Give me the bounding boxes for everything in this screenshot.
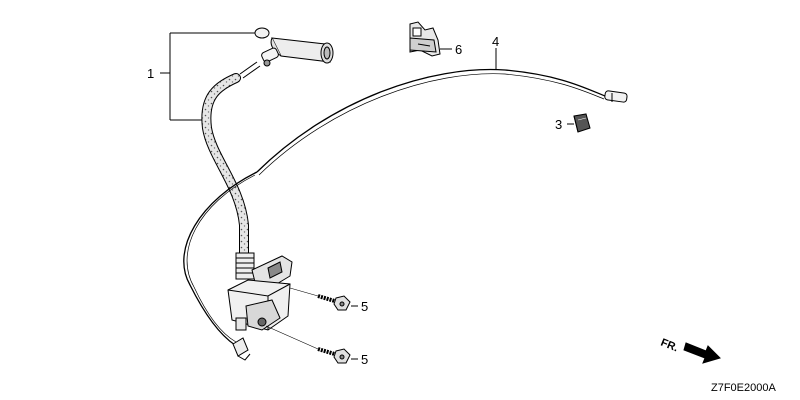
callout-6: 6 bbox=[455, 42, 462, 57]
callout-5-upper: 5 bbox=[361, 299, 368, 314]
ignition-coil bbox=[227, 252, 293, 331]
wire-terminal-connector bbox=[604, 90, 628, 103]
drawing-code: Z7F0E2000A bbox=[711, 382, 776, 394]
callout-3: 3 bbox=[555, 117, 562, 132]
front-direction-indicator: FR. bbox=[659, 337, 721, 364]
front-direction-label: FR. bbox=[659, 337, 680, 355]
callout-1: 1 bbox=[147, 66, 154, 81]
bolt-guide-lines bbox=[265, 287, 319, 350]
flange-bolt-lower bbox=[317, 347, 351, 364]
wire-lower-terminal bbox=[232, 337, 251, 361]
wire-clip bbox=[409, 21, 441, 57]
front-arrow-icon bbox=[683, 342, 721, 364]
grommet bbox=[573, 113, 591, 133]
spark-plug-cap bbox=[239, 27, 334, 79]
stop-switch-wire bbox=[183, 68, 606, 346]
high-tension-lead bbox=[201, 73, 249, 260]
callout-4: 4 bbox=[492, 34, 499, 49]
callout-5-lower: 5 bbox=[361, 352, 368, 367]
flange-bolt-upper bbox=[317, 294, 351, 311]
callout-1-bracket bbox=[160, 32, 262, 121]
